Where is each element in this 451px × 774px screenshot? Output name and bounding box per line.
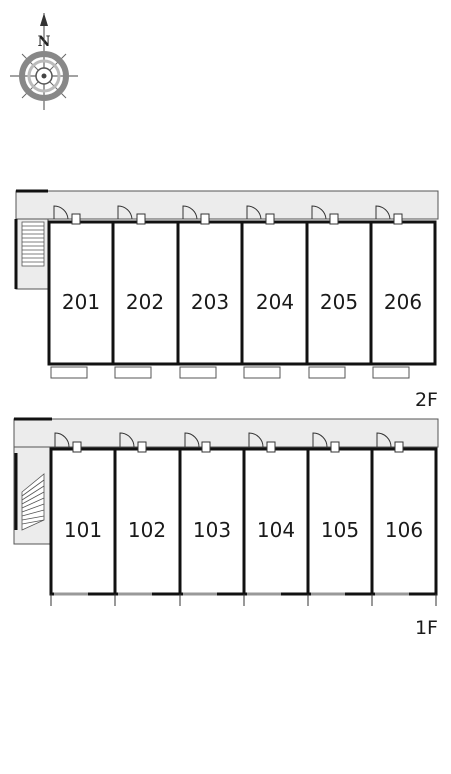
unit-label: 204	[256, 290, 294, 314]
floor-2f: 201 202 203 204 205	[14, 189, 439, 411]
unit-205: 205	[305, 205, 373, 379]
corridor-2f	[15, 190, 439, 220]
staircase-1f	[13, 446, 51, 545]
floor-1f: 101 102 103 104	[13, 417, 439, 639]
floor-label-1f: 1F	[415, 617, 438, 639]
unit-204: 204	[240, 205, 309, 379]
unit-label: 201	[62, 290, 100, 314]
unit-105: 105	[306, 432, 374, 606]
unit-label: 101	[64, 518, 102, 542]
unit-106: 106	[370, 432, 438, 606]
unit-label: 102	[128, 518, 166, 542]
staircase-2f	[14, 218, 49, 290]
unit-label: 105	[321, 518, 359, 542]
unit-206: 206	[369, 205, 437, 379]
unit-102: 102	[113, 432, 182, 606]
unit-201: 201	[47, 205, 115, 379]
unit-label: 103	[193, 518, 231, 542]
floor-label-2f: 2F	[415, 389, 438, 411]
compass-icon: N	[10, 13, 78, 110]
corridor-1f	[13, 418, 439, 448]
unit-203: 203	[176, 205, 244, 379]
unit-label: 206	[384, 290, 422, 314]
unit-label: 205	[320, 290, 358, 314]
unit-label: 203	[191, 290, 229, 314]
unit-202: 202	[111, 205, 180, 379]
unit-label: 202	[126, 290, 164, 314]
unit-104: 104	[242, 432, 310, 606]
unit-103: 103	[178, 432, 246, 606]
unit-label: 106	[385, 518, 423, 542]
unit-label: 104	[257, 518, 295, 542]
unit-101: 101	[49, 432, 117, 606]
